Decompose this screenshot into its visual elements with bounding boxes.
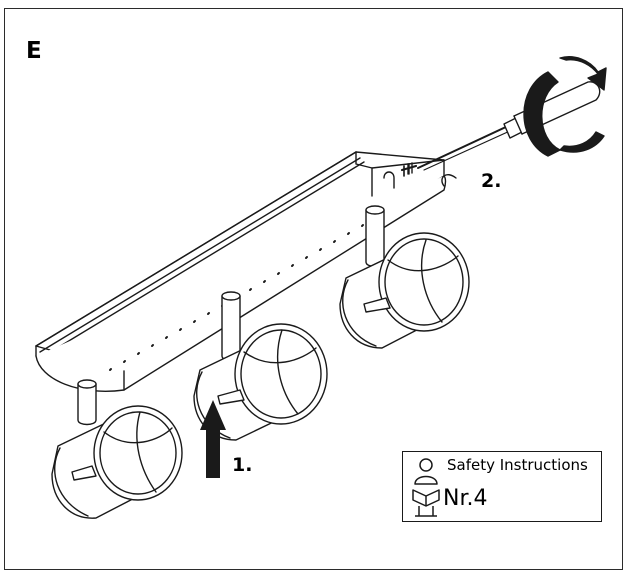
ceiling-rail — [35, 151, 447, 392]
safety-number: Nr.4 — [443, 486, 488, 511]
screwdriver-icon — [417, 81, 601, 171]
up-arrow-icon — [200, 400, 226, 478]
safety-instructions-box: Safety Instructions Nr.4 — [402, 451, 602, 522]
safety-title: Safety Instructions — [447, 456, 588, 474]
step-2-label: 2. — [481, 170, 502, 192]
spotlight-1 — [51, 379, 183, 519]
figure-frame — [4, 8, 623, 570]
screw-icon — [400, 162, 418, 177]
spotlight-3 — [339, 205, 470, 349]
reading-person-icon — [412, 458, 440, 517]
step-letter: E — [26, 38, 42, 64]
rotate-arrow-icon — [523, 56, 607, 157]
step-1-label: 1. — [232, 454, 253, 476]
